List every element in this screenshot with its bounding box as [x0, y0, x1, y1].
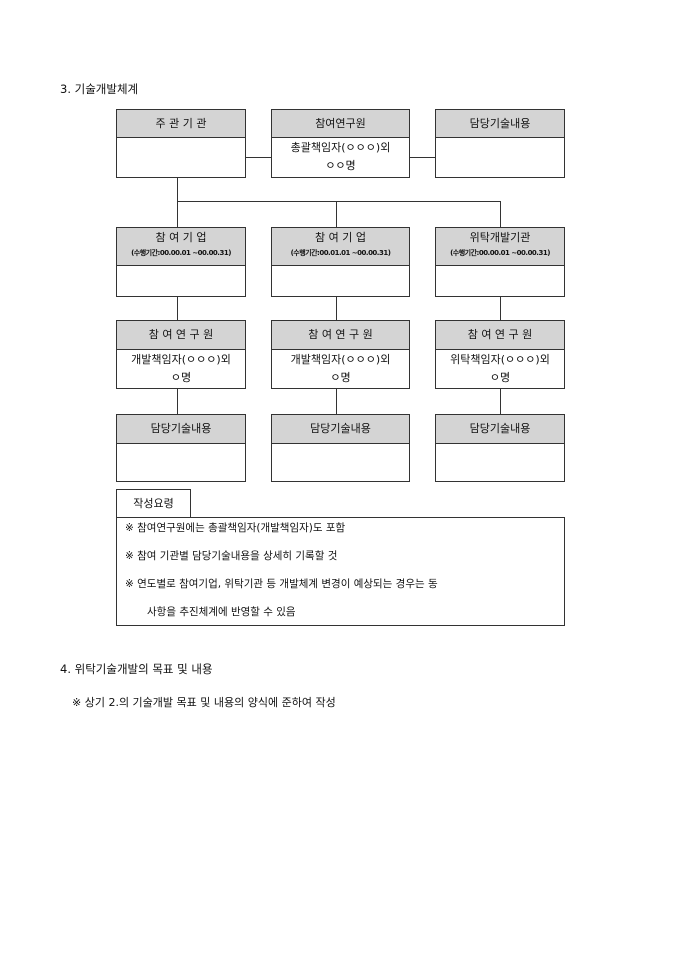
connector [177, 201, 501, 202]
connector [500, 296, 501, 320]
box-header: 담당기술내용 [272, 415, 409, 444]
box-text: 총괄책임자(ㅇㅇㅇ)외 [290, 141, 391, 154]
box-header: 참 여 연 구 원 [117, 321, 245, 350]
box-text: ㅇㅇ명 [325, 159, 356, 172]
note-line: ※ 참여연구원에는 총괄책임자(개발책임자)도 포함 [125, 522, 346, 534]
box-header: 담당기술내용 [436, 110, 564, 138]
box-header: 참여연구원 [272, 110, 409, 138]
box-header: 담당기술내용 [436, 415, 564, 444]
participant-company-box: 참 여 기 업 (수행기간:00.00.01 ~00.00.31) [116, 227, 246, 297]
connector [500, 201, 501, 227]
researchers-box: 참 여 연 구 원 위탁책임자(ㅇㅇㅇ)외 ㅇ명 [435, 320, 565, 389]
tech-content-box: 담당기술내용 [435, 414, 565, 482]
participant-company-box: 참 여 기 업 (수행기간:00.01.01 ~00.00.31) [271, 227, 410, 297]
connector [177, 388, 178, 414]
box-text: 개발책임자(ㅇㅇㅇ)외 [290, 353, 391, 366]
connector [245, 157, 271, 158]
connector [177, 296, 178, 320]
connector [336, 388, 337, 414]
section-4-title: 4. 위탁기술개발의 목표 및 내용 [60, 662, 213, 676]
note-line: ※ 연도별로 참여기업, 위탁기관 등 개발체계 변경이 예상되는 경우는 동 [125, 578, 438, 590]
box-text: ㅇ명 [170, 371, 192, 384]
connector [177, 177, 178, 227]
box-header: 참 여 연 구 원 [436, 321, 564, 350]
tech-content-box: 담당기술내용 [116, 414, 246, 482]
box-header: 참 여 기 업 [315, 231, 366, 244]
notes-tab: 작성요령 [116, 489, 191, 518]
connector [500, 388, 501, 414]
tech-content-box: 담당기술내용 [271, 414, 410, 482]
contract-org-box: 위탁개발기관 (수행기간:00.00.01 ~00.00.31) [435, 227, 565, 297]
box-header: 주 관 기 관 [117, 110, 245, 138]
box-text: 위탁책임자(ㅇㅇㅇ)외 [450, 353, 550, 366]
period-text: (수행기간:00.01.01 ~00.00.31) [290, 249, 391, 257]
box-header: 참 여 기 업 [155, 231, 207, 244]
notes-box: ※ 참여연구원에는 총괄책임자(개발책임자)도 포함 ※ 참여 기관별 담당기술… [116, 517, 565, 626]
researchers-box: 참 여 연 구 원 개발책임자(ㅇㅇㅇ)외 ㅇ명 [271, 320, 410, 389]
box-text: ㅇ명 [330, 371, 351, 384]
period-text: (수행기간:00.00.01 ~00.00.31) [450, 249, 550, 257]
connector [336, 296, 337, 320]
note-line: ※ 참여 기관별 담당기술내용을 상세히 기록할 것 [125, 550, 338, 562]
period-text: (수행기간:00.00.01 ~00.00.31) [131, 249, 231, 257]
researchers-box: 참 여 연 구 원 개발책임자(ㅇㅇㅇ)외 ㅇ명 [116, 320, 246, 389]
note-line: 사항을 추진체계에 반영할 수 있음 [147, 606, 296, 618]
box-header: 담당기술내용 [117, 415, 245, 444]
tech-content-box: 담당기술내용 [435, 109, 565, 178]
researchers-box: 참여연구원 총괄책임자(ㅇㅇㅇ)외 ㅇㅇ명 [271, 109, 410, 178]
box-text: 개발책임자(ㅇㅇㅇ)외 [131, 353, 231, 366]
box-header: 참 여 연 구 원 [272, 321, 409, 350]
connector [409, 157, 435, 158]
box-header: 위탁개발기관 [469, 231, 531, 244]
section-3-title: 3. 기술개발체계 [60, 82, 139, 96]
box-text: ㅇ명 [489, 371, 511, 384]
section-4-note: ※ 상기 2.의 기술개발 목표 및 내용의 양식에 준하여 작성 [72, 696, 336, 709]
lead-org-box: 주 관 기 관 [116, 109, 246, 178]
connector [336, 201, 337, 227]
